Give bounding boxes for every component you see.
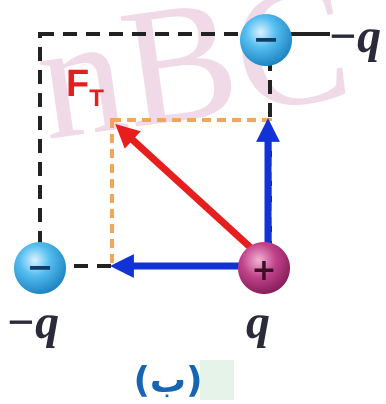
force-label-main: F — [66, 63, 89, 105]
caption-background — [200, 360, 234, 400]
negative-charge-top-right: − — [240, 14, 292, 66]
charge-label-bottom-left: −q — [6, 296, 59, 349]
charge-label-bottom-right: q — [246, 296, 270, 349]
figure-caption: (ب) — [133, 360, 202, 401]
resultant-force-arrow — [115, 123, 265, 261]
force-label-subscript: T — [89, 85, 104, 112]
charge-sign-minus: − — [253, 20, 280, 58]
positive-charge-bottom-right: + — [238, 242, 290, 294]
force-label: FT — [66, 63, 104, 112]
charge-label-top-right: −q — [328, 10, 381, 63]
charge-sign-plus: + — [251, 253, 276, 288]
negative-charge-bottom-left: − — [14, 242, 66, 294]
charge-sign-minus: − — [27, 248, 54, 286]
